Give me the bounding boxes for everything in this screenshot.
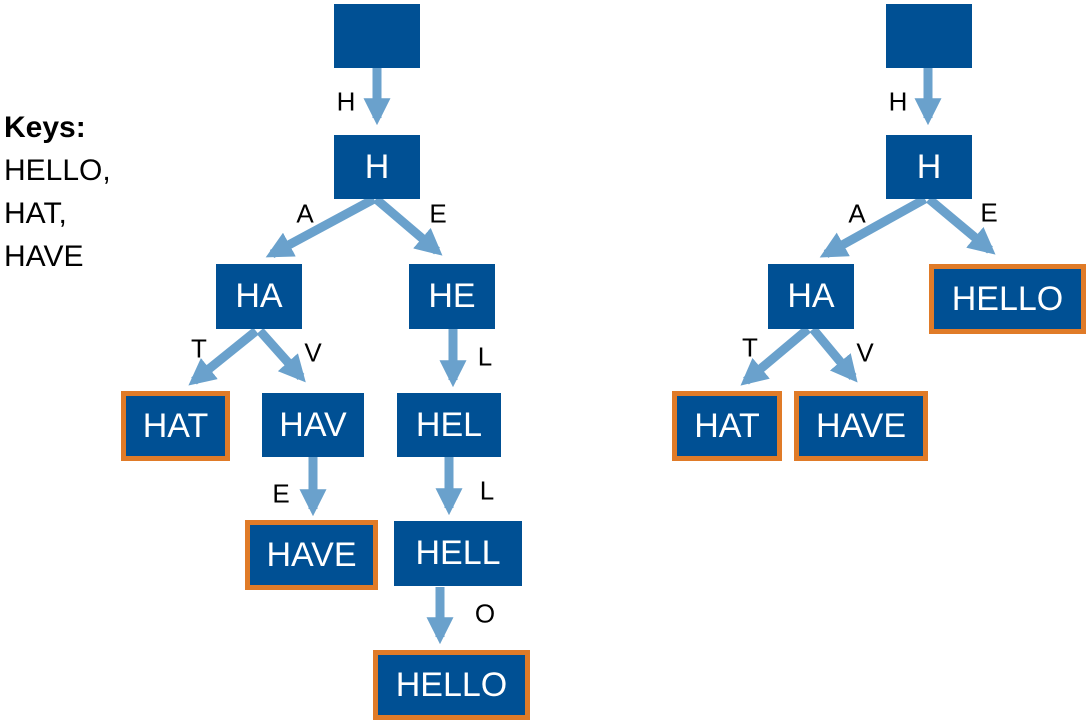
node-right-have: HAVE	[794, 391, 928, 461]
edge-label-left-h-he: E	[429, 198, 447, 229]
key-item: HELLO,	[4, 154, 111, 187]
node-left-ha: HA	[216, 264, 302, 329]
node-right-hat: HAT	[672, 391, 782, 461]
edge-left-ha-hat	[188, 327, 259, 386]
edge-label-right-ha-have: V	[856, 337, 874, 368]
edge-label-left-h-ha: A	[296, 198, 314, 229]
edge-label-left-hell-hello: O	[474, 598, 496, 629]
edge-label-left-root-h: H	[336, 86, 356, 117]
edge-label-right-root-h: H	[888, 86, 908, 117]
key-item: HAT,	[4, 197, 67, 230]
node-left-hav: HAV	[262, 393, 364, 457]
edge-label-right-ha-hat: T	[742, 332, 758, 363]
edge-label-left-hel-hell: L	[479, 475, 495, 506]
edge-label-left-ha-hav: V	[304, 337, 322, 368]
edge-right-ha-hat	[740, 325, 811, 386]
edge-right-h-ha	[819, 195, 928, 258]
node-left-he: HE	[409, 264, 495, 329]
key-item: HAVE	[4, 240, 84, 273]
node-left-have: HAVE	[245, 520, 378, 590]
node-left-hel: HEL	[397, 393, 501, 457]
edge-label-left-he-hel: L	[477, 341, 493, 372]
edge-label-right-h-ha: A	[848, 198, 866, 229]
node-right-root	[886, 4, 972, 68]
edge-label-right-h-hello: E	[980, 197, 998, 228]
keys-legend: Keys: HELLO, HAT, HAVE	[4, 106, 111, 278]
node-right-ha: HA	[768, 264, 854, 329]
node-left-h: H	[334, 135, 420, 199]
edge-right-ha-have	[809, 326, 858, 383]
node-right-h: H	[886, 135, 972, 199]
edge-left-h-he	[373, 195, 443, 256]
edge-left-ha-hav	[256, 328, 306, 383]
edge-left-h-ha	[265, 195, 377, 258]
node-left-hello: HELLO	[373, 650, 530, 720]
edge-label-left-ha-hat: T	[191, 333, 207, 364]
node-left-hat: HAT	[121, 391, 230, 461]
node-right-hello: HELLO	[929, 264, 1086, 334]
node-left-hell: HELL	[394, 521, 522, 586]
node-left-root	[334, 4, 420, 68]
keys-title: Keys:	[4, 111, 86, 144]
edge-label-left-hav-have: E	[272, 478, 290, 509]
edge-right-h-hello	[926, 195, 996, 255]
